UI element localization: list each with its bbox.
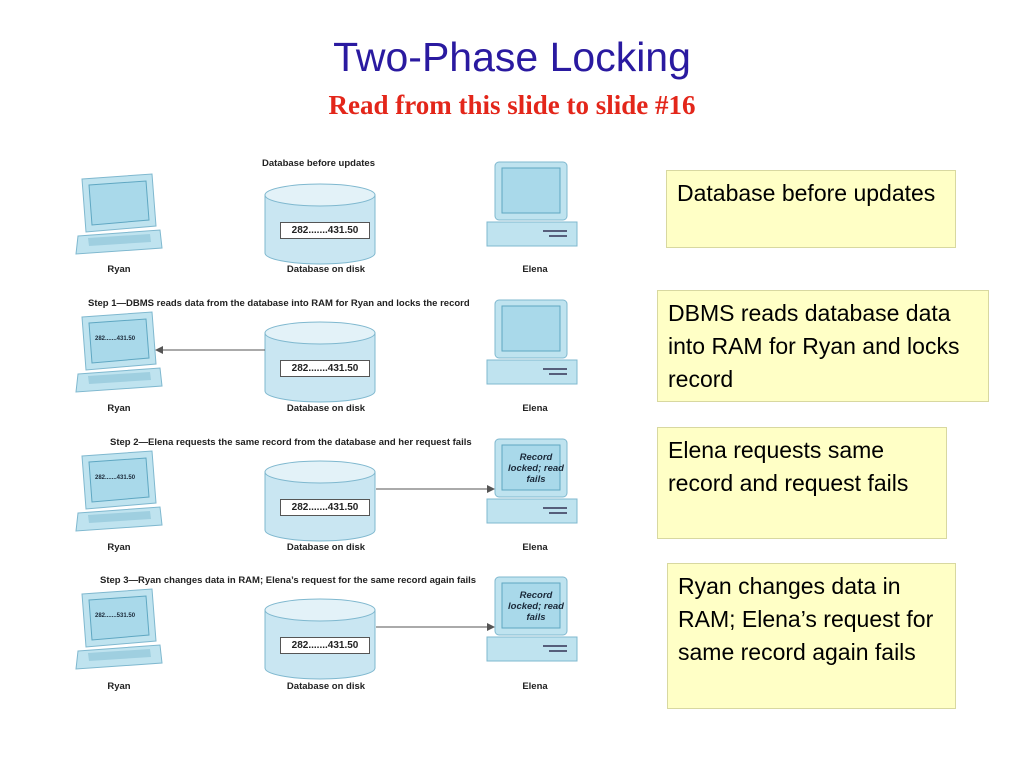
desktop-computer-icon [486, 438, 578, 524]
note-ryan-changes-data: Ryan changes data in RAM; Elena’s reques… [667, 563, 956, 709]
note-dbms-reads: DBMS reads database data into RAM for Ry… [657, 290, 989, 402]
database-label: Database on disk [286, 681, 366, 692]
database-label: Database on disk [286, 264, 366, 275]
step-1-caption: Step 1—DBMS reads data from the database… [88, 298, 470, 309]
laptop-icon [75, 588, 163, 670]
elena-label: Elena [522, 542, 548, 553]
laptop-icon [75, 450, 163, 532]
desktop-computer-icon [486, 161, 578, 247]
database-label: Database on disk [286, 542, 366, 553]
laptop-icon [75, 173, 163, 255]
database-value: 282.......431.50 [280, 637, 370, 654]
desktop-computer-icon [486, 299, 578, 385]
ryan-label: Ryan [107, 403, 131, 414]
ryan-ram-value: 282.......431.50 [95, 336, 136, 342]
note-elena-request-fails: Elena requests same record and request f… [657, 427, 947, 539]
ryan-ram-value: 282.......431.50 [95, 475, 136, 481]
step-2-caption: Step 2—Elena requests the same record fr… [110, 437, 472, 448]
desktop-computer-icon [486, 576, 578, 662]
ryan-label: Ryan [107, 681, 131, 692]
slide-title: Two-Phase Locking [333, 34, 691, 80]
elena-label: Elena [522, 681, 548, 692]
laptop-icon [75, 311, 163, 393]
database-value: 282.......431.50 [280, 360, 370, 377]
database-value: 282.......431.50 [280, 222, 370, 239]
database-label: Database on disk [286, 403, 366, 414]
elena-label: Elena [522, 264, 548, 275]
elena-error-message: Record locked; read fails [508, 452, 564, 485]
note-database-before-updates: Database before updates [666, 170, 956, 248]
ryan-ram-value: 282.......531.50 [95, 613, 136, 619]
ryan-label: Ryan [107, 542, 131, 553]
database-value: 282.......431.50 [280, 499, 370, 516]
elena-label: Elena [522, 403, 548, 414]
slide-subtitle: Read from this slide to slide #16 [328, 90, 696, 120]
ryan-label: Ryan [107, 264, 131, 275]
step-3-caption: Step 3—Ryan changes data in RAM; Elena’s… [100, 575, 477, 586]
figure-top-caption: Database before updates [262, 158, 375, 169]
elena-error-message: Record locked; read fails [508, 590, 564, 623]
